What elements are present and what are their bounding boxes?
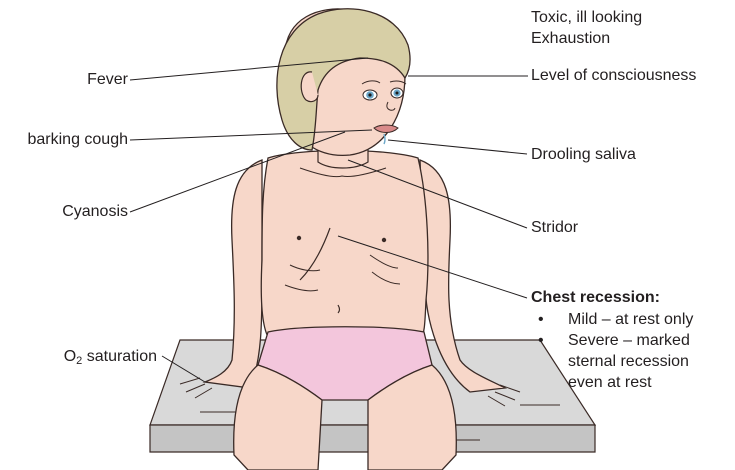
torso — [261, 151, 428, 341]
bullet-dot: • — [538, 310, 544, 329]
label-cyanosis: Cyanosis — [62, 202, 128, 221]
label-fever: Fever — [87, 70, 128, 89]
label-drooling-saliva: Drooling saliva — [531, 145, 636, 164]
bullet-text: Mild – at rest only — [568, 310, 693, 329]
label-level-of-consciousness: Level of consciousness — [531, 66, 696, 85]
bullet-text: sternal recession — [568, 352, 689, 371]
bullet-dot: • — [538, 331, 544, 350]
label-chest-recession: Chest recession: — [531, 288, 660, 307]
leader-drooling-saliva — [388, 140, 527, 154]
label-exhaustion: Exhaustion — [531, 29, 610, 48]
bullet-text: Severe – marked — [568, 331, 690, 350]
bullet-text: even at rest — [568, 373, 652, 392]
label-stridor: Stridor — [531, 218, 578, 237]
label-o2-saturation: O2 saturation — [64, 347, 157, 366]
label-toxic-ill-looking: Toxic, ill looking — [531, 8, 642, 27]
o2-text: saturation — [82, 348, 157, 365]
o2-symbol: O — [64, 348, 76, 365]
label-barking-cough: barking cough — [27, 130, 128, 149]
